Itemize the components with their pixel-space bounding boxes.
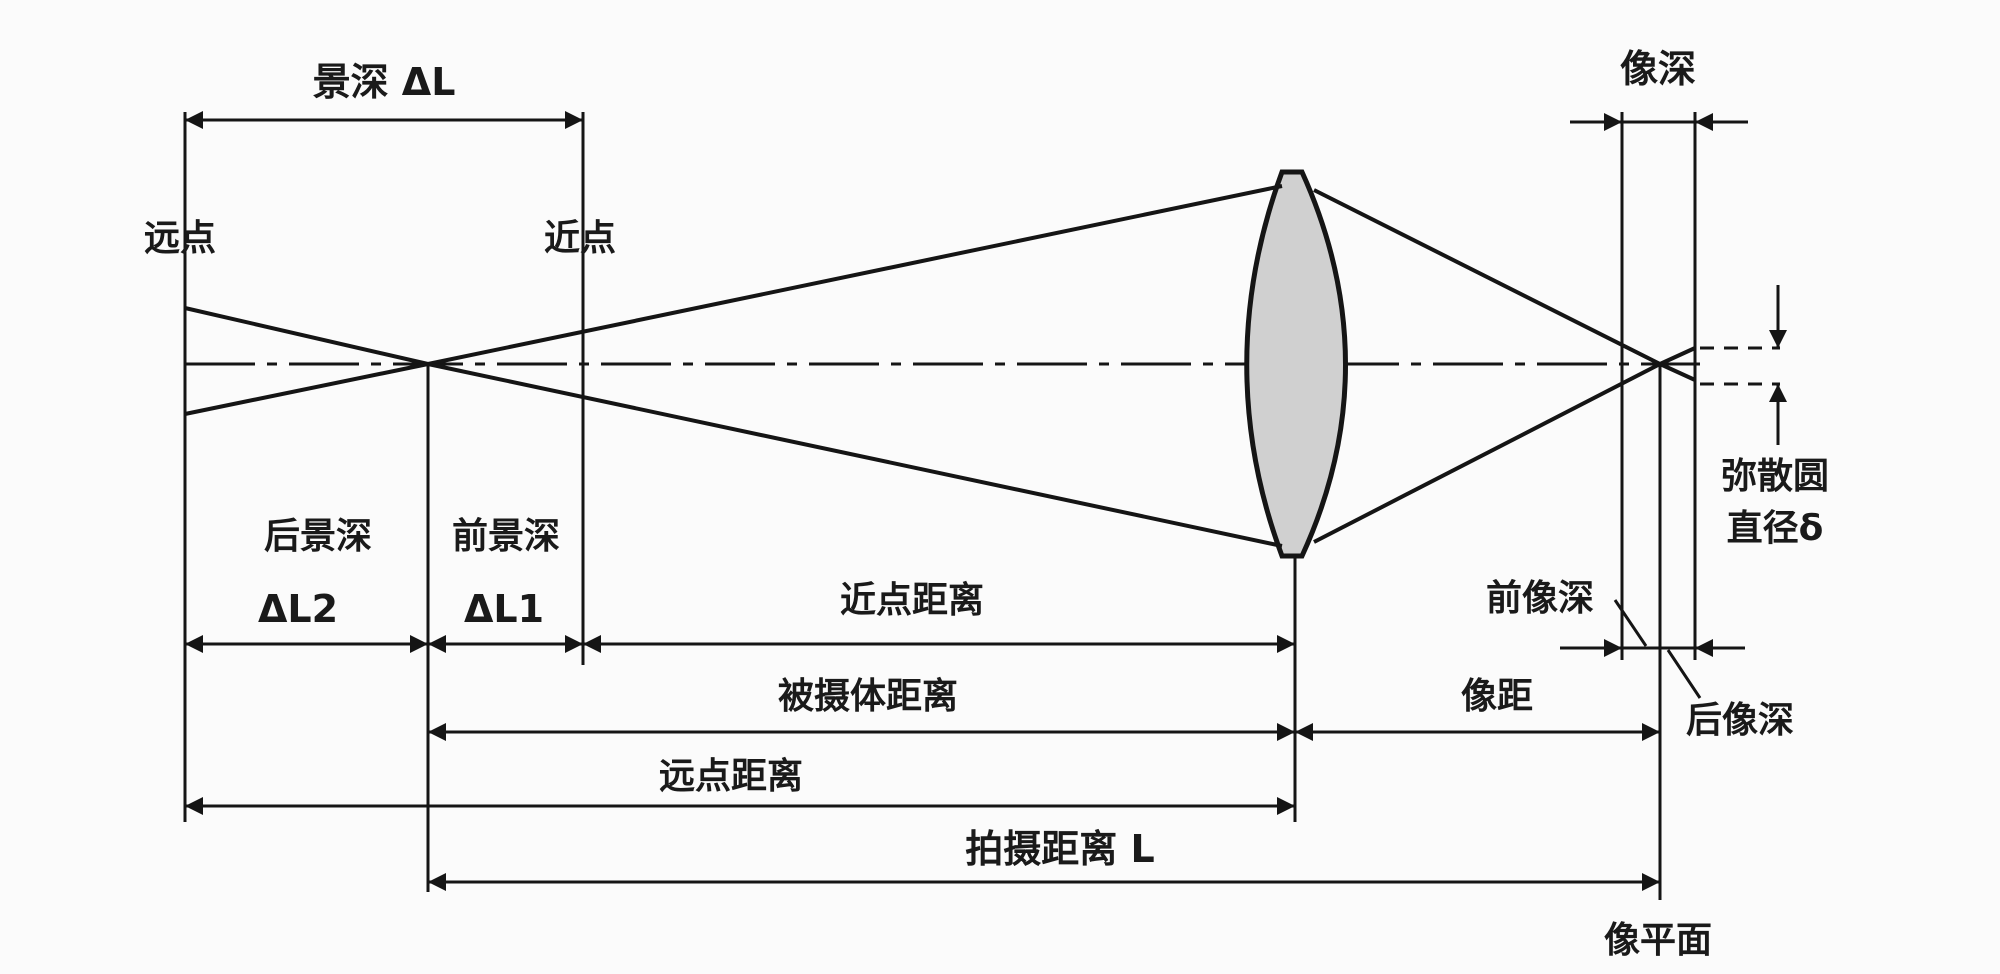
far-point-distance-label: 远点距离: [659, 756, 803, 797]
depth-of-field-label: 景深 ΔL: [313, 60, 456, 104]
near-point-label: 近点: [544, 218, 616, 259]
ray-image-lower: [1313, 362, 1661, 544]
rear-depth-of-field-label: 后景深: [264, 516, 372, 557]
front-depth-of-field-label: 前景深: [452, 516, 560, 557]
ray-cross-upper: [1659, 346, 1696, 366]
subject-distance-label: 被摄体距离: [778, 676, 958, 717]
image-distance-label: 像距: [1461, 676, 1533, 717]
far-point-label: 远点: [144, 218, 216, 259]
rear-image-depth-label: 后像深: [1686, 700, 1794, 741]
front-image-depth-label: 前像深: [1486, 578, 1594, 619]
delta-l2-label: ΔL2: [258, 587, 338, 631]
shooting-distance-label: 拍摄距离 L: [965, 827, 1154, 871]
delta-l1-label: ΔL1: [464, 587, 544, 631]
near-point-distance-label: 近点距离: [840, 580, 984, 621]
ray-cross-lower: [1659, 362, 1696, 382]
ray-far-upper: [184, 306, 429, 366]
ray-lower-to-lens: [427, 362, 1283, 548]
rear-image-depth-leader: [1666, 649, 1702, 699]
ray-far-lower: [184, 362, 429, 416]
ray-upper-to-lens: [427, 184, 1283, 366]
ray-image-upper: [1313, 188, 1661, 366]
image-plane-label: 像平面: [1604, 920, 1712, 961]
image-depth-label: 像深: [1620, 47, 1696, 91]
circle-of-confusion-label-line1: 弥散圆: [1721, 456, 1829, 497]
lens: [1244, 169, 1348, 559]
circle-of-confusion-label-line2: 直径δ: [1727, 508, 1824, 549]
front-image-depth-leader: [1613, 599, 1648, 647]
